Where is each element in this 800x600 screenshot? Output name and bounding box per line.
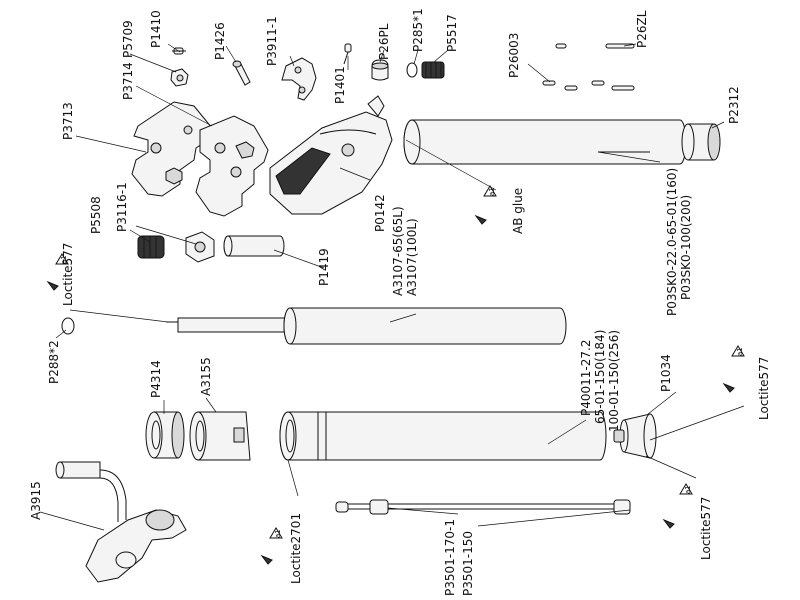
- part-a3915-remote-lever: [55, 461, 187, 583]
- label-p4314: P4314: [149, 360, 163, 398]
- label-p1034: P1034: [659, 354, 673, 392]
- label-p285: P285*1: [411, 8, 425, 52]
- part-p1034-end-cap: [613, 413, 657, 459]
- label-loctite577-left: Loctite577: [61, 242, 75, 306]
- label-p1419: P1419: [317, 248, 331, 286]
- part-p26-pins: [542, 43, 635, 91]
- label-p26pl: P26PL: [377, 23, 391, 60]
- label-a3107-a: A3107-65(65L): [391, 206, 405, 296]
- label-p5508: P5508: [89, 196, 103, 234]
- label-loctite2701: Loctite2701: [289, 512, 303, 584]
- label-p2312: P2312: [727, 86, 741, 124]
- label-p26003: P26003: [507, 32, 521, 78]
- label-a3155: A3155: [199, 357, 213, 396]
- marker-a1-right-bottom: a1: [684, 485, 692, 494]
- label-p3911-1: P3911-1: [265, 16, 279, 66]
- glue-markers: [46, 185, 745, 565]
- label-p1426: P1426: [213, 22, 227, 60]
- label-loctite577-right-top: Loctite577: [757, 356, 771, 420]
- marker-a1-bottom: a1: [274, 529, 282, 538]
- part-p1426-pin: [232, 60, 251, 86]
- part-p3911-lever: [281, 57, 317, 101]
- part-p5508-spring: [137, 235, 165, 259]
- part-p4314-ring: [145, 411, 185, 459]
- label-p3116-1: P3116-1: [115, 182, 129, 232]
- label-a3915: A3915: [29, 481, 43, 520]
- part-p5709-nut: [170, 68, 189, 87]
- marker-a1-left: a1: [60, 255, 68, 264]
- part-p288-oring: [61, 317, 75, 335]
- part-p3116-nut: [185, 231, 215, 263]
- marker-a1-center: a1: [488, 187, 496, 196]
- part-p40011-main-tube: [279, 411, 607, 461]
- part-p3714-plate: [195, 115, 269, 217]
- label-p03sk0-b: P03SK0-100(200): [679, 194, 693, 300]
- part-p26pl-cap: [371, 59, 389, 81]
- label-p0142: P0142: [373, 194, 387, 232]
- part-p1401-screw: [343, 43, 352, 65]
- label-p3501-170: P3501-170-1: [443, 519, 457, 596]
- part-p03sk0-tube: [403, 119, 687, 165]
- label-p3713: P3713: [61, 102, 75, 140]
- marker-a1-right-top: a1: [736, 347, 744, 356]
- label-p1401: P1401: [333, 66, 347, 104]
- label-a3107-b: A3107(100L): [405, 218, 419, 296]
- label-p5709: P5709: [121, 20, 135, 58]
- part-p5517-spring: [421, 61, 445, 79]
- part-p3713-plate: [131, 101, 213, 197]
- part-p3501-cable: [335, 499, 631, 515]
- label-p3714: P3714: [121, 62, 135, 100]
- part-p0142-clamp-head: [269, 95, 393, 215]
- label-loctite577-right-bottom: Loctite577: [699, 496, 713, 560]
- part-p2312-ring: [681, 123, 721, 161]
- label-p40011-c: 100-01-150(256): [607, 329, 621, 432]
- label-p3501-150: P3501-150: [461, 530, 475, 596]
- label-p5517: P5517: [445, 14, 459, 52]
- part-a3155-collar: [189, 411, 251, 461]
- label-p1410: P1410: [149, 10, 163, 48]
- label-p40011-b: 65-01-150(184): [593, 329, 607, 424]
- label-p03sk0-a: P03SK0-22.0-65-01(160): [665, 167, 679, 316]
- label-p26zl: P26ZL: [635, 10, 649, 48]
- part-p1419-sleeve: [223, 235, 285, 257]
- label-ab-glue: AB glue: [511, 187, 525, 234]
- leader-lines: [39, 43, 745, 531]
- label-p40011-a: P40011-27.2: [579, 339, 593, 416]
- part-a3107-cartridge: [166, 307, 567, 345]
- label-p288: P288*2: [47, 340, 61, 384]
- part-p285-oring: [406, 62, 418, 78]
